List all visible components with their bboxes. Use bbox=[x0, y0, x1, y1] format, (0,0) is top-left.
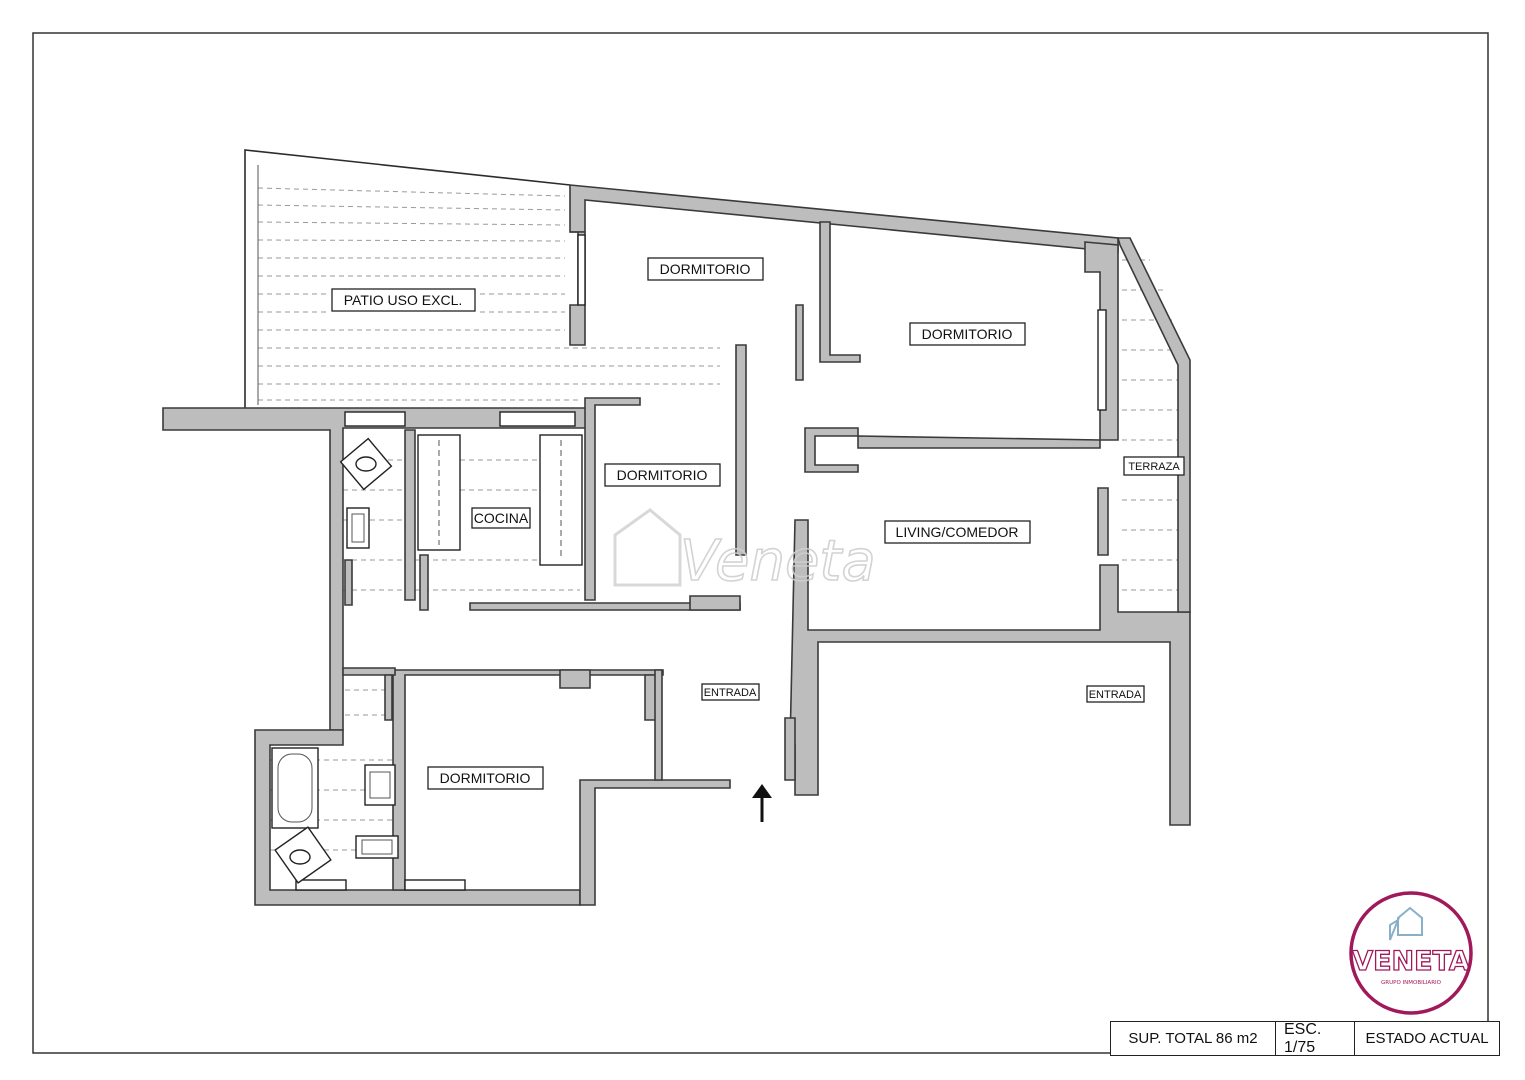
patio-hatch bbox=[257, 187, 720, 401]
svg-text:LIVING/COMEDOR: LIVING/COMEDOR bbox=[896, 524, 1019, 540]
bath1-fixtures bbox=[339, 437, 393, 549]
room-label-entrada-inner: ENTRADA bbox=[701, 683, 760, 701]
walls bbox=[162, 184, 1191, 906]
svg-text:DORMITORIO: DORMITORIO bbox=[617, 467, 708, 483]
logo-wordmark: VENETA bbox=[1352, 946, 1470, 977]
room-label-cocina: COCINA bbox=[471, 507, 531, 529]
svg-text:Veneta: Veneta bbox=[680, 529, 876, 594]
room-label-dormitorio-right: DORMITORIO bbox=[909, 322, 1026, 346]
svg-text:DORMITORIO: DORMITORIO bbox=[440, 770, 531, 786]
veneta-logo: VENETA GRUPO INMOBILIARIO bbox=[1349, 891, 1473, 1015]
svg-text:PATIO USO EXCL.: PATIO USO EXCL. bbox=[344, 292, 463, 308]
svg-text:TERRAZA: TERRAZA bbox=[1128, 461, 1180, 473]
room-label-patio: PATIO USO EXCL. bbox=[331, 288, 476, 312]
svg-text:COCINA: COCINA bbox=[474, 510, 529, 526]
svg-text:DORMITORIO: DORMITORIO bbox=[660, 261, 751, 277]
total-surface: SUP. TOTAL 86 m2 bbox=[1111, 1022, 1276, 1055]
room-label-dormitorio-top: DORMITORIO bbox=[647, 257, 764, 281]
drawing-state: ESTADO ACTUAL bbox=[1365, 1030, 1489, 1047]
room-label-living: LIVING/COMEDOR bbox=[884, 520, 1031, 544]
room-label-dormitorio-bottom: DORMITORIO bbox=[427, 766, 544, 790]
watermark: Veneta bbox=[613, 508, 877, 595]
room-label-entrada-outer: ENTRADA bbox=[1086, 685, 1145, 703]
patio-outline bbox=[244, 149, 571, 408]
windows bbox=[295, 234, 1107, 891]
title-block: SUP. TOTAL 86 m2 ESC. 1/75 ESTADO ACTUAL bbox=[1110, 1021, 1500, 1056]
entry-arrow-icon bbox=[752, 784, 772, 822]
house-icon bbox=[1389, 906, 1423, 941]
svg-text:ENTRADA: ENTRADA bbox=[704, 687, 757, 699]
room-label-terraza: TERRAZA bbox=[1123, 456, 1185, 476]
drawing-scale: ESC. 1/75 bbox=[1276, 1021, 1355, 1056]
svg-text:ENTRADA: ENTRADA bbox=[1089, 689, 1142, 701]
svg-text:DORMITORIO: DORMITORIO bbox=[922, 326, 1013, 342]
room-label-dormitorio-center: DORMITORIO bbox=[604, 463, 721, 487]
sheet-border bbox=[32, 32, 1489, 1054]
logo-tagline: GRUPO INMOBILIARIO bbox=[1381, 980, 1442, 986]
kitchen-fixtures bbox=[417, 434, 583, 566]
bath2-fixtures bbox=[271, 747, 399, 884]
